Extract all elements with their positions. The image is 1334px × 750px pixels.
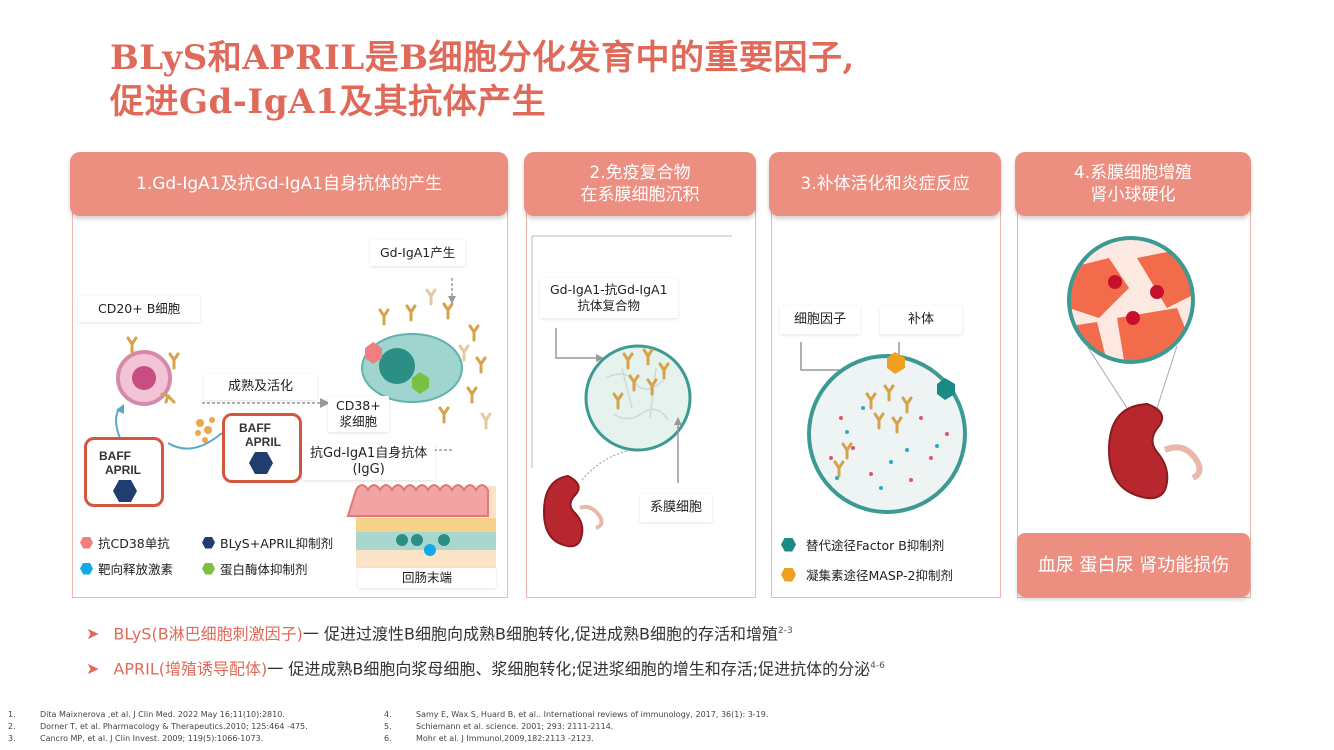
panel-1-header-text: 1.Gd-IgA1及抗Gd-IgA1自身抗体的产生: [136, 174, 442, 194]
green-hexagon-icon: [412, 372, 429, 394]
panel-3-header-text: 3.补体活化和炎症反应: [800, 174, 970, 194]
panel-4-header-line-1: 4.系膜细胞增殖: [1073, 163, 1193, 183]
pink-hexagon-icon: [80, 536, 93, 549]
mesangial-cell-label: 系膜细胞: [640, 494, 713, 522]
reference-2: 2.Dorner T, et al. Pharmacology & Therap…: [8, 722, 308, 731]
bullet-key: BLyS(B淋巴细胞刺激因子): [113, 624, 303, 644]
orange-hexagon-icon: [781, 567, 796, 582]
panel-4-illustration: [1067, 236, 1203, 500]
baff-label: BAFF: [239, 421, 271, 435]
bullet-text: 一 促进过渡性B细胞向成熟B细胞转化,促进成熟B细胞的存活和增殖: [302, 624, 779, 644]
legend-item-factor-b-inhibitor: 替代途径Factor B抑制剂: [781, 535, 944, 554]
reference-4: 4.Samy E, Wax S, Huard B, et al.. Intern…: [384, 710, 769, 719]
glomerulus-icon: [584, 344, 692, 452]
maturation-activation-label: 成熟及活化: [204, 374, 318, 400]
april-label: APRIL: [245, 435, 281, 449]
kidney-icon: [542, 474, 604, 548]
panel-3-header: 3.补体活化和炎症反应: [769, 152, 1001, 216]
baff-label: BAFF: [99, 449, 131, 463]
navy-hexagon-icon: [249, 452, 273, 474]
bullet-text: 一 促进成熟B细胞向浆母细胞、浆细胞转化;促进浆细胞的增生和存活;促进抗体的分泌: [267, 659, 871, 679]
complement-label: 补体: [880, 306, 963, 334]
glomerulus-icon: [807, 354, 967, 514]
panel-2-header-line-2: 在系膜细胞沉积: [580, 185, 700, 205]
navy-hexagon-icon: [202, 536, 215, 549]
blue-hexagon-icon: [80, 562, 93, 575]
bullet-arrow-icon: ➤: [86, 659, 100, 679]
cd20-b-cell-label: CD20+ B细胞: [78, 296, 201, 322]
legend-item-blys-april-inhibitor: BLyS+APRIL抑制剂: [202, 533, 333, 552]
bullet-arrow-icon: ➤: [86, 624, 100, 644]
green-hexagon-icon: [202, 562, 215, 575]
outcome-text: 血尿 蛋白尿 肾功能损伤: [1037, 554, 1230, 576]
autoantibody-label: 抗Gd-IgA1自身抗体 (IgG): [302, 444, 436, 480]
gd-iga1-production-label: Gd-IgA1产生: [370, 240, 466, 266]
immune-complex-label: Gd-IgA1-抗Gd-IgA1 抗体复合物: [540, 278, 678, 318]
panel-4-header: 4.系膜细胞增殖 肾小球硬化: [1015, 152, 1251, 216]
reference-3: 3.Cancro MP, et al. J Clin Invest. 2009;…: [8, 734, 264, 743]
baff-april-box-2: BAFF APRIL: [222, 413, 302, 483]
antibody-icon: [126, 336, 180, 404]
bullet-blys: ➤ BLyS(B淋巴细胞刺激因子)一 促进过渡性B细胞向成熟B细胞转化,促进成熟B…: [86, 621, 793, 644]
cytokine-label: 细胞因子: [780, 306, 861, 334]
kidney-icon: [1107, 402, 1203, 500]
legend-item-masp2-inhibitor: 凝集素途径MASP-2抑制剂: [781, 565, 953, 584]
baff-april-box-1: BAFF APRIL: [84, 437, 164, 507]
reference-6: 6.Mohr et al. J Immunol,2009,182:2113 -2…: [384, 734, 594, 743]
reference-5: 5.Schiemann et al. science. 2001; 293: 2…: [384, 722, 614, 731]
title-line-2: 促进Gd-IgA1及其抗体产生: [110, 82, 547, 122]
panel-4-header-line-2: 肾小球硬化: [1090, 185, 1176, 205]
bullet-key: APRIL(增殖诱导配体): [113, 659, 268, 679]
navy-hexagon-icon: [113, 480, 137, 502]
pink-hexagon-icon: [365, 342, 382, 364]
orange-hexagon-icon: [887, 352, 905, 374]
ileum-label: 回肠末端: [358, 568, 496, 588]
glomerulus-icon: [1067, 236, 1195, 364]
panel-2-header: 2.免疫复合物 在系膜细胞沉积: [524, 152, 756, 216]
panel-3-illustration: [800, 342, 967, 514]
page-title: BLyS和APRIL是B细胞分化发育中的重要因子, 促进Gd-IgA1及其抗体产…: [110, 36, 855, 124]
panel-2-illustration: [531, 235, 732, 548]
bullet-citation: 2-3: [778, 626, 793, 636]
panel-2-header-line-1: 2.免疫复合物: [589, 163, 691, 183]
panel-1-header: 1.Gd-IgA1及抗Gd-IgA1自身抗体的产生: [70, 152, 508, 216]
april-label: APRIL: [105, 463, 141, 477]
bullet-citation: 4-6: [870, 661, 885, 671]
bullet-april: ➤ APRIL(增殖诱导配体)一 促进成熟B细胞向浆母细胞、浆细胞转化;促进浆细胞…: [86, 656, 885, 679]
cd38-plasma-cell-label: CD38+ 浆细胞: [328, 396, 389, 432]
legend-item-anti-cd38: 抗CD38单抗: [80, 533, 170, 552]
ileum-illustration: [346, 484, 496, 568]
legend-item-proteasome-inhibitor: 蛋白酶体抑制剂: [202, 559, 308, 578]
reference-1: 1.Dita Maixnerova ,et al. J Clin Med. 20…: [8, 710, 285, 719]
teal-hexagon-icon: [937, 378, 955, 400]
outcome-box: 血尿 蛋白尿 肾功能损伤: [1017, 533, 1250, 597]
panel-1-illustration: [115, 278, 496, 568]
legend-item-targeted-release-hormone: 靶向释放激素: [80, 559, 173, 578]
title-line-1: BLyS和APRIL是B细胞分化发育中的重要因子,: [110, 38, 855, 78]
teal-hexagon-icon: [781, 537, 796, 552]
